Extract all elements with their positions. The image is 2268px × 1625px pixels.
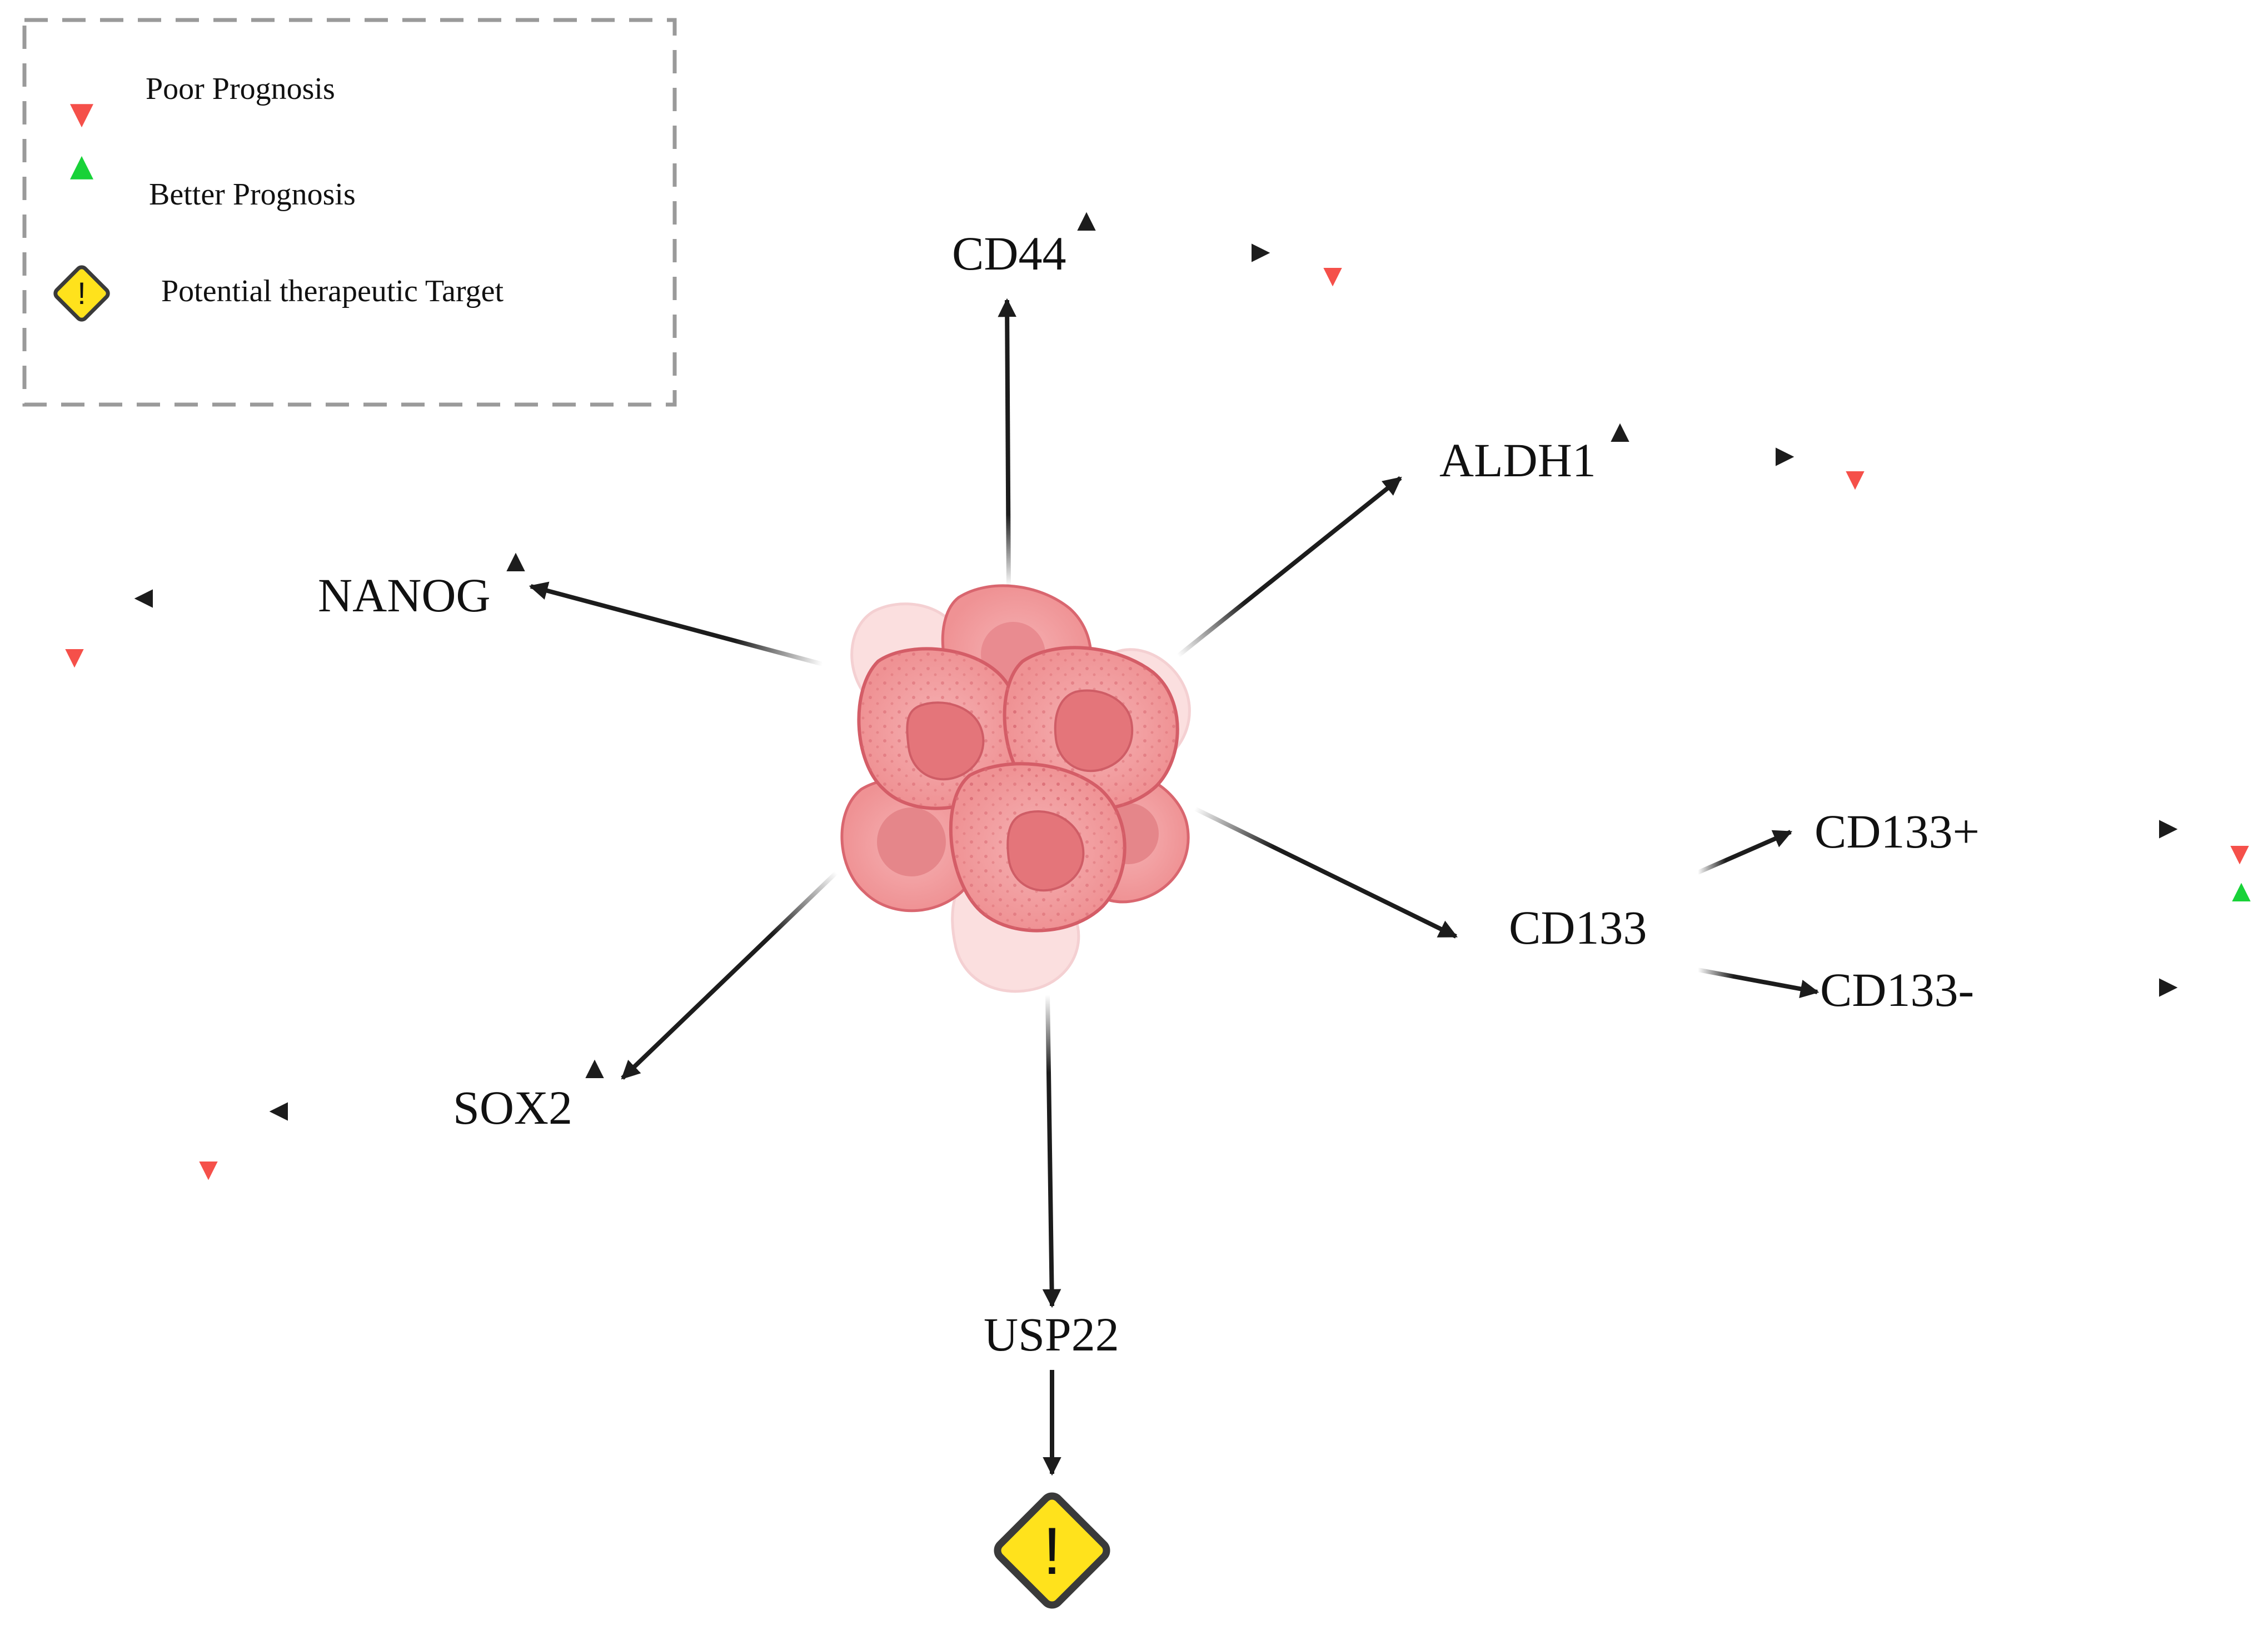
arrow-to-cd133-pos [1697,830,1793,875]
nanog-label: NANOG [318,569,491,622]
arrow-to-cd133-neg [1697,968,1820,998]
cd133-neg-label: CD133- [1820,963,1974,1016]
usp22-group: USP22 ! [984,1308,1119,1609]
better-prognosis-label: Better Prognosis [149,177,356,212]
better-prognosis-legend-item: Better Prognosis [70,156,356,239]
arrow-to-aldh1 [1177,476,1402,658]
legend-border [22,18,677,407]
arrow-to-sox2 [621,871,838,1080]
cd133-label: CD133 [1509,901,1647,954]
therapeutic-target-label: Potential therapeutic Target [161,274,504,308]
poor-prognosis-legend-item: Poor Prognosis [70,42,335,128]
warning-icon: ! [53,265,110,322]
aldh1-label: ALDH1 [1439,433,1596,487]
legend: Poor Prognosis Better Prognosis ! Potent… [22,18,677,407]
arrow-to-cd133 [1194,806,1458,939]
connectors [529,298,1458,1308]
therapeutic-target-legend-item: ! Potential therapeutic Target [53,265,504,322]
cd133-pos-label: CD133+ [1815,805,1980,858]
arrow-to-usp22 [1042,994,1061,1308]
svg-text:!: ! [77,276,86,311]
nanog-group: NANOG [65,532,525,668]
tumor-cell-cluster-icon [840,584,1191,993]
warning-icon: ! [994,1492,1110,1609]
arrow-to-nanog [529,581,824,666]
svg-text:!: ! [1043,1514,1061,1588]
poor-prognosis-label: Poor Prognosis [146,72,335,106]
usp22-label: USP22 [984,1308,1119,1361]
aldh1-group: ALDH1 [1439,356,1865,490]
sox2-group: SOX2 [199,1045,604,1180]
cd44-label: CD44 [952,227,1066,280]
cd133-group: CD133 CD133+ CD133- [1509,728,2251,1017]
cd44-group: CD44 [952,156,1342,287]
sox2-label: SOX2 [453,1081,572,1134]
arrow-to-cd44 [998,298,1016,587]
